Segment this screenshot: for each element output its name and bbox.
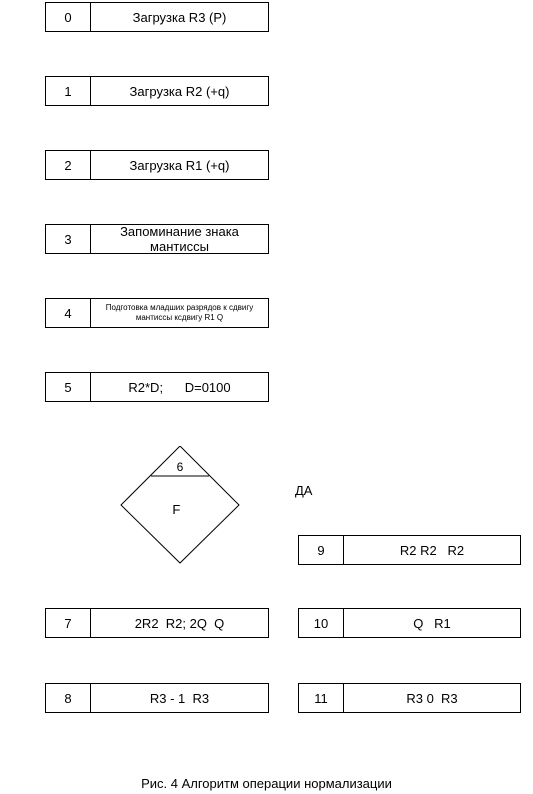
block-text: R3 - 1 R3 [149, 690, 210, 706]
block-4: 4 Подготовка младших разрядов к сдвигу м… [45, 298, 269, 328]
block-1: 1 Загрузка R2 (+q) [45, 76, 269, 106]
decision-number: 6 [177, 460, 184, 474]
block-text: Загрузка R1 (+q) [129, 157, 230, 173]
block-text: Запоминание знака мантиссы [120, 224, 239, 254]
block-text: Загрузка R2 (+q) [129, 83, 230, 99]
block-number: 11 [299, 684, 344, 712]
block-number: 5 [46, 373, 91, 401]
block-11: 11 R3 0 R3 [298, 683, 521, 713]
block-0: 0 Загрузка R3 (P) [45, 2, 269, 32]
block-text: Q R1 [413, 615, 451, 631]
block-number: 0 [46, 3, 91, 31]
block-number: 9 [299, 536, 344, 564]
decision-diamond [120, 446, 240, 564]
block-9: 9 R2 R2 R2 [298, 535, 521, 565]
block-number: 7 [46, 609, 91, 637]
block-number: 2 [46, 151, 91, 179]
block-text: 2R2 R2; 2Q Q [134, 615, 225, 631]
block-number: 4 [46, 299, 91, 327]
figure-caption: Рис. 4 Алгоритм операции нормализации [141, 776, 392, 791]
block-text: R2*D; D=0100 [128, 379, 231, 395]
block-number: 8 [46, 684, 91, 712]
branch-label-yes: ДА [295, 483, 313, 498]
block-5: 5 R2*D; D=0100 [45, 372, 269, 402]
block-text: Загрузка R3 (P) [132, 9, 227, 25]
block-8: 8 R3 - 1 R3 [45, 683, 269, 713]
block-3: 3 Запоминание знака мантиссы [45, 224, 269, 254]
block-text: R3 0 R3 [406, 690, 458, 706]
block-10: 10 Q R1 [298, 608, 521, 638]
block-number: 3 [46, 225, 91, 253]
block-7: 7 2R2 R2; 2Q Q [45, 608, 269, 638]
block-number: 1 [46, 77, 91, 105]
block-text: Подготовка младших разрядов к сдвигу ман… [105, 303, 254, 322]
block-2: 2 Загрузка R1 (+q) [45, 150, 269, 180]
block-text: R2 R2 R2 [399, 542, 465, 558]
decision-block-6: 6 F [120, 446, 240, 564]
block-number: 10 [299, 609, 344, 637]
decision-condition: F [172, 502, 187, 517]
